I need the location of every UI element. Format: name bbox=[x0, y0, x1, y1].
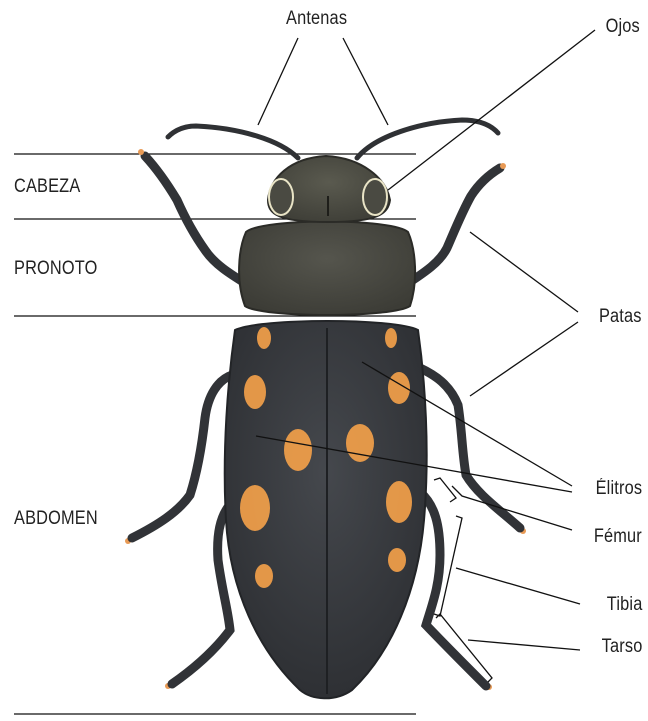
label-tarso: Tarso bbox=[601, 636, 642, 658]
leader-ojos bbox=[388, 30, 595, 190]
bracket-femur bbox=[434, 478, 456, 502]
label-femur: Fémur bbox=[594, 526, 642, 548]
label-antenas: Antenas bbox=[286, 8, 347, 30]
leader-antenas-left bbox=[258, 38, 298, 125]
leader-patas-upper bbox=[470, 232, 578, 312]
left-eye bbox=[269, 179, 293, 215]
label-ojos: Ojos bbox=[606, 16, 640, 38]
leader-tibia bbox=[456, 568, 580, 604]
label-elitros: Élitros bbox=[595, 478, 642, 500]
antennae bbox=[168, 120, 498, 158]
label-pronoto: PRONOTO bbox=[14, 258, 98, 280]
label-cabeza: CABEZA bbox=[14, 176, 80, 198]
pronotum bbox=[239, 222, 415, 316]
leader-antenas-right bbox=[343, 38, 388, 125]
label-patas: Patas bbox=[599, 306, 642, 328]
leader-patas-lower bbox=[470, 322, 578, 396]
label-abdomen: ABDOMEN bbox=[14, 508, 98, 530]
right-eye bbox=[363, 179, 387, 215]
leader-tarso bbox=[468, 640, 580, 650]
label-tibia: Tibia bbox=[606, 594, 642, 616]
